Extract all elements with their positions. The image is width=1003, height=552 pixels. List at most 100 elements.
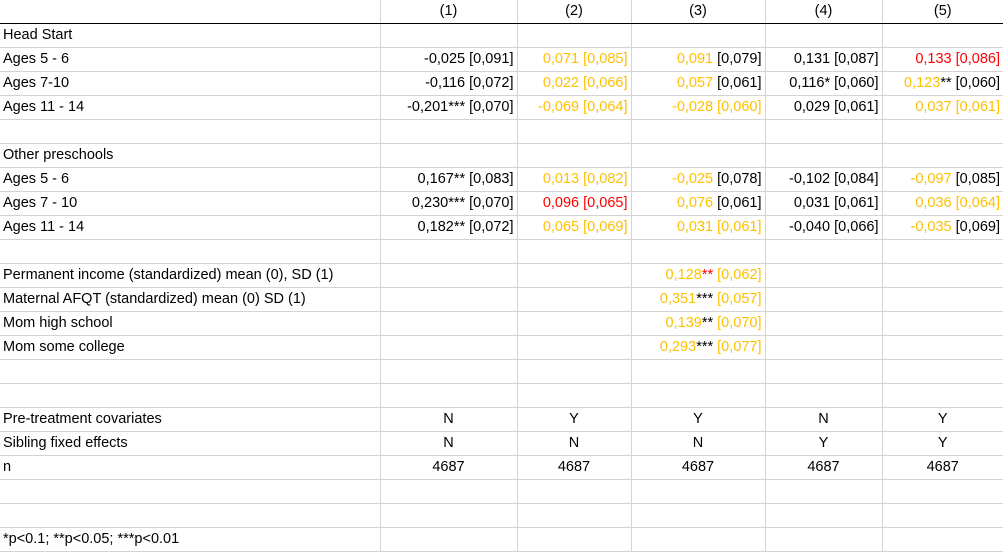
value-cell[interactable] (380, 527, 518, 552)
value-cell[interactable] (380, 23, 518, 48)
value-cell[interactable] (631, 359, 766, 384)
value-cell[interactable] (380, 383, 518, 408)
value-cell[interactable] (765, 119, 883, 144)
value-cell[interactable]: -0,097 [0,085] (882, 167, 1003, 192)
value-cell[interactable] (380, 311, 518, 336)
row-label-cell[interactable] (0, 359, 381, 384)
value-cell[interactable]: 0,076 [0,061] (631, 191, 766, 216)
value-cell[interactable]: N (380, 431, 518, 456)
value-cell[interactable]: Y (882, 431, 1003, 456)
value-cell[interactable]: 0,071 [0,085] (517, 47, 632, 72)
value-cell[interactable]: 4687 (882, 455, 1003, 480)
value-cell[interactable] (765, 263, 883, 288)
value-cell[interactable]: Y (631, 407, 766, 432)
value-cell[interactable] (517, 503, 632, 528)
row-label-cell[interactable]: Maternal AFQT (standardized) mean (0) SD… (0, 287, 381, 312)
row-label-cell[interactable]: Other preschools (0, 143, 381, 168)
value-cell[interactable] (882, 383, 1003, 408)
column-header[interactable]: (2) (517, 0, 632, 24)
value-cell[interactable] (631, 383, 766, 408)
value-cell[interactable]: 0,037 [0,061] (882, 95, 1003, 120)
row-label-cell[interactable]: Ages 5 - 6 (0, 47, 381, 72)
value-cell[interactable] (882, 23, 1003, 48)
value-cell[interactable] (517, 239, 632, 264)
value-cell[interactable]: 0,031 [0,061] (765, 191, 883, 216)
value-cell[interactable] (765, 287, 883, 312)
value-cell[interactable] (882, 335, 1003, 360)
value-cell[interactable]: 0,031 [0,061] (631, 215, 766, 240)
column-header[interactable]: (5) (882, 0, 1003, 24)
value-cell[interactable]: 0,022 [0,066] (517, 71, 632, 96)
value-cell[interactable] (882, 479, 1003, 504)
value-cell[interactable]: -0,025 [0,091] (380, 47, 518, 72)
value-cell[interactable]: Y (765, 431, 883, 456)
value-cell[interactable]: 4687 (765, 455, 883, 480)
header-blank-cell[interactable] (0, 0, 381, 24)
row-label-cell[interactable]: Pre-treatment covariates (0, 407, 381, 432)
value-cell[interactable] (631, 479, 766, 504)
value-cell[interactable] (765, 143, 883, 168)
value-cell[interactable]: 0,065 [0,069] (517, 215, 632, 240)
value-cell[interactable]: -0,201*** [0,070] (380, 95, 518, 120)
value-cell[interactable] (631, 23, 766, 48)
row-label-cell[interactable]: Mom high school (0, 311, 381, 336)
row-label-cell[interactable]: Ages 11 - 14 (0, 215, 381, 240)
value-cell[interactable] (517, 479, 632, 504)
value-cell[interactable] (765, 503, 883, 528)
value-cell[interactable] (517, 143, 632, 168)
value-cell[interactable]: 0,096 [0,065] (517, 191, 632, 216)
value-cell[interactable] (882, 311, 1003, 336)
value-cell[interactable]: 4687 (380, 455, 518, 480)
row-label-cell[interactable] (0, 479, 381, 504)
value-cell[interactable] (631, 143, 766, 168)
column-header[interactable]: (4) (765, 0, 883, 24)
value-cell[interactable]: -0,028 [0,060] (631, 95, 766, 120)
value-cell[interactable] (380, 287, 518, 312)
row-label-cell[interactable] (0, 503, 381, 528)
row-label-cell[interactable] (0, 239, 381, 264)
value-cell[interactable] (380, 503, 518, 528)
value-cell[interactable] (765, 23, 883, 48)
value-cell[interactable] (517, 287, 632, 312)
row-label-cell[interactable]: Head Start (0, 23, 381, 48)
value-cell[interactable] (765, 239, 883, 264)
value-cell[interactable]: -0,102 [0,084] (765, 167, 883, 192)
value-cell[interactable]: 0,036 [0,064] (882, 191, 1003, 216)
column-header[interactable]: (1) (380, 0, 518, 24)
value-cell[interactable]: -0,025 [0,078] (631, 167, 766, 192)
value-cell[interactable] (882, 239, 1003, 264)
row-label-cell[interactable]: Ages 7-10 (0, 71, 381, 96)
value-cell[interactable] (631, 527, 766, 552)
value-cell[interactable] (517, 527, 632, 552)
value-cell[interactable]: 0,167** [0,083] (380, 167, 518, 192)
value-cell[interactable]: -0,040 [0,066] (765, 215, 883, 240)
row-label-cell[interactable]: Permanent income (standardized) mean (0)… (0, 263, 381, 288)
value-cell[interactable] (517, 335, 632, 360)
value-cell[interactable] (765, 479, 883, 504)
value-cell[interactable] (882, 359, 1003, 384)
value-cell[interactable]: Y (517, 407, 632, 432)
row-label-cell[interactable]: Sibling fixed effects (0, 431, 381, 456)
value-cell[interactable] (380, 143, 518, 168)
column-header[interactable]: (3) (631, 0, 766, 24)
row-label-cell[interactable]: n (0, 455, 381, 480)
value-cell[interactable] (517, 119, 632, 144)
value-cell[interactable] (765, 527, 883, 552)
value-cell[interactable]: 0,182** [0,072] (380, 215, 518, 240)
value-cell[interactable] (380, 263, 518, 288)
value-cell[interactable] (765, 359, 883, 384)
value-cell[interactable] (765, 311, 883, 336)
value-cell[interactable] (765, 383, 883, 408)
value-cell[interactable] (380, 239, 518, 264)
value-cell[interactable] (380, 119, 518, 144)
value-cell[interactable] (882, 527, 1003, 552)
row-label-cell[interactable] (0, 383, 381, 408)
value-cell[interactable] (517, 263, 632, 288)
value-cell[interactable] (380, 479, 518, 504)
row-label-cell[interactable] (0, 119, 381, 144)
value-cell[interactable]: 0,293*** [0,077] (631, 335, 766, 360)
value-cell[interactable]: N (765, 407, 883, 432)
value-cell[interactable]: 0,133 [0,086] (882, 47, 1003, 72)
value-cell[interactable]: 0,057 [0,061] (631, 71, 766, 96)
value-cell[interactable] (517, 23, 632, 48)
